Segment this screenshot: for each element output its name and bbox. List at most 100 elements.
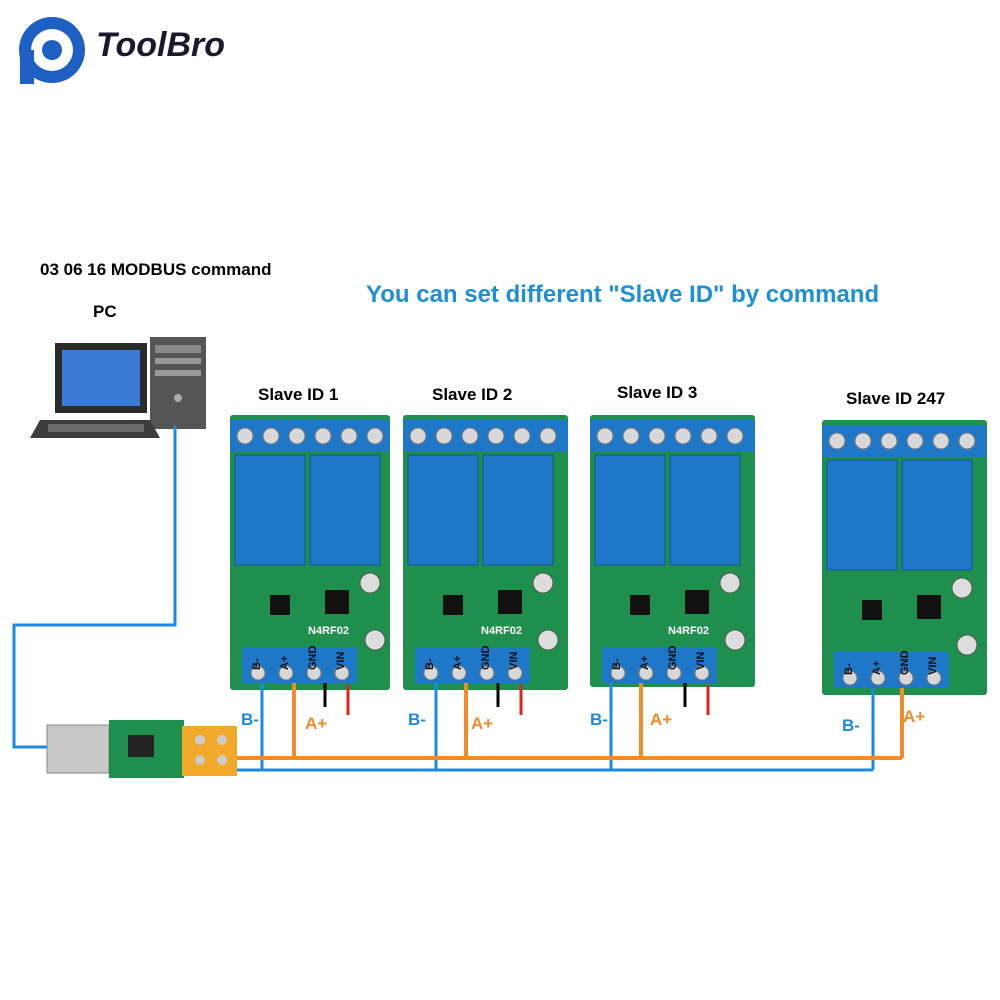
chip-icon xyxy=(498,590,522,614)
screw-icon xyxy=(487,427,505,445)
screw-icon xyxy=(262,427,280,445)
board-model-label-3: N4RF02 xyxy=(668,625,709,637)
terminal-label-b-1: B- xyxy=(251,658,263,670)
modbus-command-label: 03 06 16 MODBUS command xyxy=(40,260,272,279)
screw-icon xyxy=(828,432,846,450)
terminal-label-vin-3: VIN xyxy=(695,651,707,670)
chip-icon xyxy=(685,590,709,614)
screw-icon xyxy=(288,427,306,445)
screw-icon xyxy=(638,665,654,681)
screw-icon xyxy=(610,665,626,681)
screw-icon xyxy=(648,427,666,445)
terminal-label-b-4: B- xyxy=(843,663,855,675)
board-model-label-1: N4RF02 xyxy=(308,625,349,637)
terminal-label-gnd-1: GND xyxy=(307,645,319,670)
screw-icon xyxy=(461,427,479,445)
screw-icon xyxy=(932,432,950,450)
terminal-label-vin-4: VIN xyxy=(927,656,939,675)
toolbro-logo-icon xyxy=(19,17,85,84)
screw-icon xyxy=(694,665,710,681)
screw-icon xyxy=(622,427,640,445)
relay-icon xyxy=(234,454,306,566)
slave-label-3: Slave ID 3 xyxy=(617,383,698,402)
slave-label-247: Slave ID 247 xyxy=(846,389,946,408)
screw-icon xyxy=(435,427,453,445)
screw-icon xyxy=(479,665,495,681)
chip-icon xyxy=(443,595,463,615)
b-minus-label-247: B- xyxy=(842,716,860,735)
capacitor-icon xyxy=(364,629,386,651)
b-minus-label-2: B- xyxy=(408,710,426,729)
screw-icon xyxy=(507,665,523,681)
capacitor-icon xyxy=(956,634,978,656)
screw-icon xyxy=(898,670,914,686)
screw-icon xyxy=(870,670,886,686)
pc-computer-icon xyxy=(30,337,206,438)
screw-icon xyxy=(423,665,439,681)
relay-icon xyxy=(407,454,479,566)
terminal-label-vin-2: VIN xyxy=(508,651,520,670)
terminal-label-gnd-3: GND xyxy=(667,645,679,670)
a-plus-label-247: A+ xyxy=(903,707,926,726)
screw-icon xyxy=(306,665,322,681)
screw-icon xyxy=(334,665,350,681)
top-terminal-block-1 xyxy=(230,420,390,452)
usb-cable xyxy=(12,426,177,749)
chip-icon xyxy=(270,595,290,615)
capacitor-icon xyxy=(532,572,554,594)
screw-icon xyxy=(726,427,744,445)
capacitor-icon xyxy=(359,572,381,594)
relay-icon xyxy=(826,459,898,571)
chip-icon xyxy=(862,600,882,620)
screw-icon xyxy=(250,665,266,681)
a-plus-label-1: A+ xyxy=(305,714,328,733)
screw-icon xyxy=(314,427,332,445)
screw-icon xyxy=(366,427,384,445)
screw-icon xyxy=(854,432,872,450)
capacitor-icon xyxy=(719,572,741,594)
terminal-label-b-2: B- xyxy=(424,658,436,670)
chip-icon xyxy=(917,595,941,619)
screw-icon xyxy=(880,432,898,450)
terminal-label-a-4: A+ xyxy=(871,660,883,675)
screw-icon xyxy=(666,665,682,681)
terminal-label-a-3: A+ xyxy=(639,655,651,670)
b-minus-label-3: B- xyxy=(590,710,608,729)
screw-icon xyxy=(409,427,427,445)
terminal-label-gnd-4: GND xyxy=(899,650,911,675)
usb-rs485-adapter-icon xyxy=(46,720,237,778)
screw-icon xyxy=(926,670,942,686)
capacitor-icon xyxy=(724,629,746,651)
brand-name: ToolBro xyxy=(96,26,226,64)
headline: You can set different "Slave ID" by comm… xyxy=(366,281,880,308)
screw-icon xyxy=(700,427,718,445)
screw-icon xyxy=(451,665,467,681)
terminal-label-gnd-2: GND xyxy=(480,645,492,670)
a-plus-label-2: A+ xyxy=(471,714,494,733)
screw-icon xyxy=(596,427,614,445)
relay-icon xyxy=(901,459,973,571)
capacitor-icon xyxy=(951,577,973,599)
chip-icon xyxy=(325,590,349,614)
screw-icon xyxy=(340,427,358,445)
relay-icon xyxy=(309,454,381,566)
terminal-label-a-2: A+ xyxy=(452,655,464,670)
screw-icon xyxy=(906,432,924,450)
terminal-label-b-3: B- xyxy=(611,658,623,670)
terminal-label-vin-1: VIN xyxy=(335,651,347,670)
screw-icon xyxy=(278,665,294,681)
a-plus-label-3: A+ xyxy=(650,710,673,729)
relay-icon xyxy=(594,454,666,566)
screw-icon xyxy=(513,427,531,445)
relay-icon xyxy=(482,454,554,566)
slave-label-2: Slave ID 2 xyxy=(432,385,513,404)
screw-icon xyxy=(236,427,254,445)
screw-icon xyxy=(539,427,557,445)
board-model-label-2: N4RF02 xyxy=(481,625,522,637)
relay-icon xyxy=(669,454,741,566)
chip-icon xyxy=(630,595,650,615)
b-minus-label-1: B- xyxy=(241,710,259,729)
pc-label: PC xyxy=(93,302,117,321)
terminal-label-a-1: A+ xyxy=(279,655,291,670)
